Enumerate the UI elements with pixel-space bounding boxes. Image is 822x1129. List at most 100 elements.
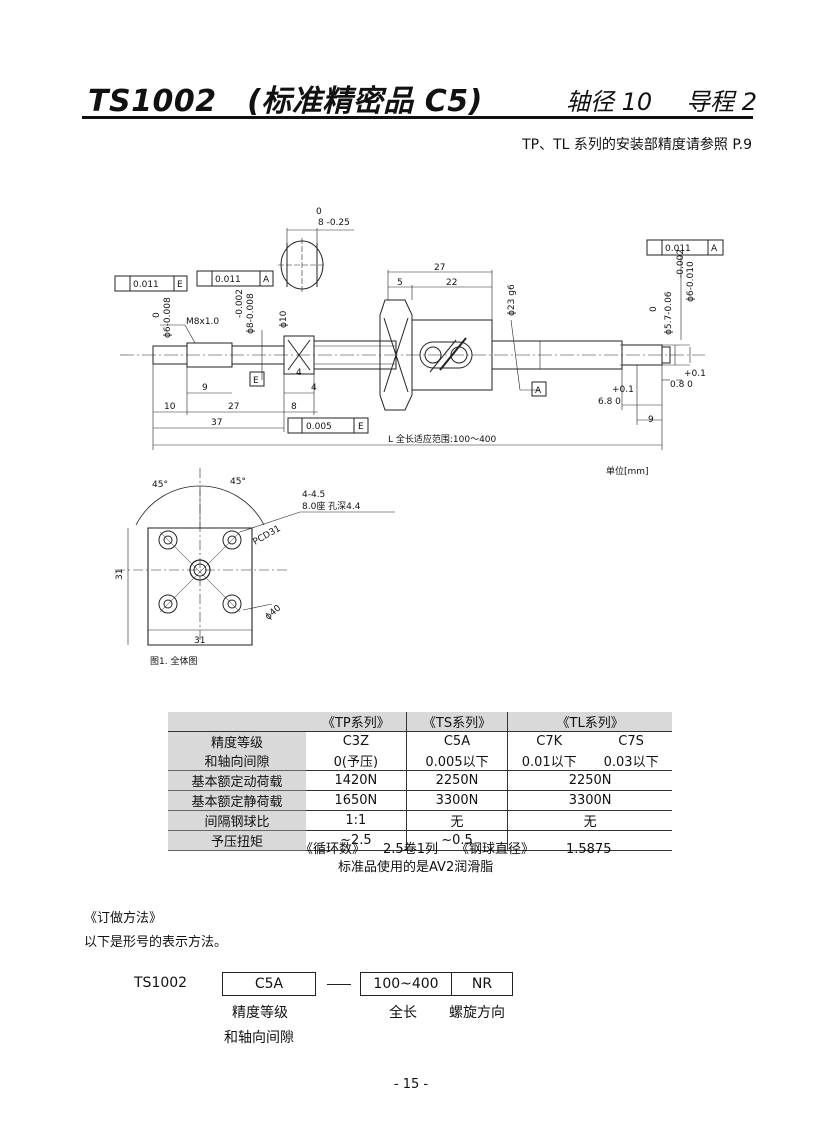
dim-label: ϕ5.7-0.06 [664,291,674,335]
tolerance-value: 0.011 [133,280,159,290]
cell: 1420N [306,770,407,791]
dim-label: 0 [316,207,322,217]
cell: C7K [507,731,591,751]
dim-label: -0.002 [235,289,245,318]
dim-label: 27 [228,402,239,412]
total-length-label: L 全长适应范围:100～400 [388,433,497,445]
cell: 无 [507,810,672,831]
header-tp: 《TP系列》 [306,712,407,732]
ball-label: 《钢球直径》 [455,842,534,857]
table-corner [168,712,306,732]
dim-label: ϕ6-0.008 [163,297,173,338]
model-code: TS1002 [134,975,188,991]
dim-label: 8 [291,402,297,412]
tolerance-value: 0.011 [665,244,691,254]
cell: C7S [618,734,644,749]
cell: 0.01以下 [507,751,591,771]
dim-label: 4 [311,383,317,393]
lead: 导程 2 [686,88,758,116]
datum-e: E [253,376,259,386]
cell: 2250N [405,770,508,791]
ordering-desc: 以下是形号的表示方法。 [84,935,228,950]
row-label: 精度等级 [168,731,306,751]
grade-label-2: 和轴向间隙 [224,1030,294,1046]
dim-label: 8 -0.25 [318,218,350,228]
cell: ~2.5 [306,830,407,851]
grade-box: C5A [222,972,316,996]
hole-spec: 8.0座 孔深4.4 [302,500,361,512]
dim-label: 9 [202,383,208,393]
cell: 0.005以下 [405,751,508,771]
cell: 1:1 [306,810,407,831]
flange-diameter-label: ϕ40 [264,603,284,622]
ordering-title: 《订做方法》 [84,911,163,926]
tolerance-value: 0.005 [306,422,332,432]
tolerance-datum: E [177,280,183,290]
dim-label: 5 [397,278,403,288]
dim-label: 0 [649,306,659,312]
dim-label: 0 [152,312,162,318]
technical-drawing: 0 8 -0.25 27 5 22 ϕ23 g6 -0.002 ϕ6-0.010… [114,207,724,667]
dim-label: 10 [164,402,176,412]
row-label: 基本额定静荷载 [168,790,306,811]
cell: 3300N [507,790,672,811]
dim-label: 27 [434,263,445,273]
page-number: - 15 - [393,1077,429,1092]
tolerance-datum: E [358,422,364,432]
ball-value: 1.5875 [565,842,612,857]
angle-label: 45° [152,480,168,490]
title-rule [82,116,753,119]
figure-caption: 图1. 全体图 [150,655,197,667]
length-box: 100~400 [360,972,452,996]
hole-spec: 4-4.5 [302,490,325,500]
dim-label: 9 [648,415,654,425]
header-tl: 《TL系列》 [507,712,672,732]
cell: C5A [405,731,508,751]
dim-label: 0.8 0 [670,380,693,390]
flange-height-label: 31 [115,569,125,580]
cell: C3Z [342,734,369,749]
cell: 1650N [306,790,407,811]
dim-label: +0.1 [612,385,634,395]
circ-label: 《循环数》 [300,842,366,857]
title-specs: 轴径 10 导程 2 [566,82,791,117]
dim-label: ϕ8-0.008 [246,293,256,334]
dim-label: ϕ10 [279,310,289,328]
cell: 无 [405,810,508,831]
dim-label: M8x1.0 [186,317,219,327]
reference-note: TP、TL 系列的安装部精度请参照 P.9 [522,137,752,153]
spec-table: 《TP系列》 《TS系列》 《TL系列》 精度等级 C3Z C5A C7K C7… [168,712,672,851]
dim-label: +0.1 [684,369,706,379]
dim-label: ϕ23 g6 [507,284,517,316]
length-label: 全长 [389,1005,417,1021]
dim-label: 4 [296,368,302,378]
direction-box: NR [451,972,513,996]
unit-label: 单位[mm] [606,465,649,477]
dim-label: ϕ6-0.010 [686,261,696,302]
dim-label: 22 [446,278,457,288]
separator-dash [327,984,351,985]
row-label: 间隔钢球比 [168,810,306,831]
row-label: 予压扭矩 [168,830,306,851]
direction-label: 螺旋方向 [449,1005,505,1021]
page-title: TS1002 (标准精密品 C5) [88,84,483,119]
cell: ~0.5 [405,830,508,851]
header-ts: 《TS系列》 [405,712,508,732]
cell: 3300N [405,790,508,811]
dim-label: -0.002 [676,249,686,278]
dim-label: 6.8 0 [598,397,621,407]
datum-a: A [535,386,542,396]
grease-note: 标准品使用的是AV2润滑脂 [338,860,494,875]
tolerance-datum: A [263,275,270,285]
cell: 0.03以下 [590,751,672,771]
row-label: 和轴向间隙 [168,751,306,771]
angle-label: 45° [230,477,246,487]
cell [507,830,672,851]
circ-value: 2.5卷1列 [383,842,438,857]
cell: 0(予压) [306,751,407,771]
shaft-diameter: 轴径 10 [566,88,653,116]
cell: 2250N [507,770,672,791]
pcd-label: PCD31 [252,524,283,548]
grade-label: 精度等级 [232,1005,288,1021]
table-footer: 《循环数》 2.5卷1列 《钢球直径》 1.5875 [300,838,629,857]
